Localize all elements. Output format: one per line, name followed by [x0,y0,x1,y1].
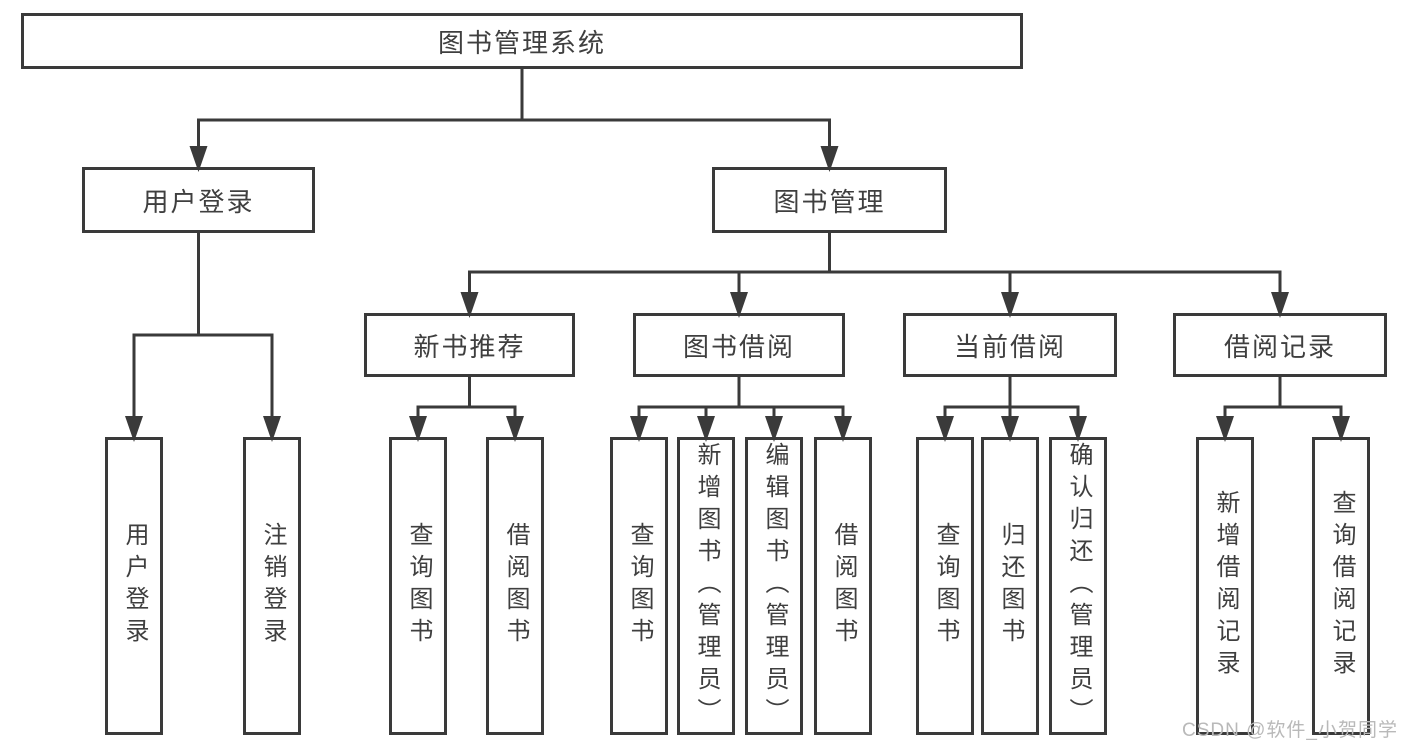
node-borrow-records: 借阅记录 [1173,313,1387,377]
csdn-watermark: CSDN @软件_小贺同学 [1182,720,1398,741]
node-leaf-query-book-1: 查询图书 [389,437,447,735]
node-leaf-add-record: 新增借阅记录 [1196,437,1254,735]
node-leaf-query-book-2: 查询图书 [610,437,668,735]
node-current-borrow: 当前借阅 [903,313,1117,377]
node-new-book-rec: 新书推荐 [364,313,575,377]
node-leaf-return-book: 归还图书 [981,437,1039,735]
node-leaf-logout: 注销登录 [243,437,301,735]
node-leaf-user-login: 用户登录 [105,437,163,735]
node-root: 图书管理系统 [21,13,1023,69]
node-leaf-borrow-book-2: 借阅图书 [814,437,872,735]
node-book-mgmt: 图书管理 [712,167,947,233]
node-leaf-query-book-3: 查询图书 [916,437,974,735]
node-user-login: 用户登录 [82,167,315,233]
node-leaf-query-record: 查询借阅记录 [1312,437,1370,735]
node-leaf-add-book: 新增图书（管理员） [677,437,735,735]
node-book-borrow: 图书借阅 [633,313,845,377]
node-leaf-confirm-return: 确认归还（管理员） [1049,437,1107,735]
node-leaf-borrow-book-1: 借阅图书 [486,437,544,735]
node-leaf-edit-book: 编辑图书（管理员） [745,437,803,735]
